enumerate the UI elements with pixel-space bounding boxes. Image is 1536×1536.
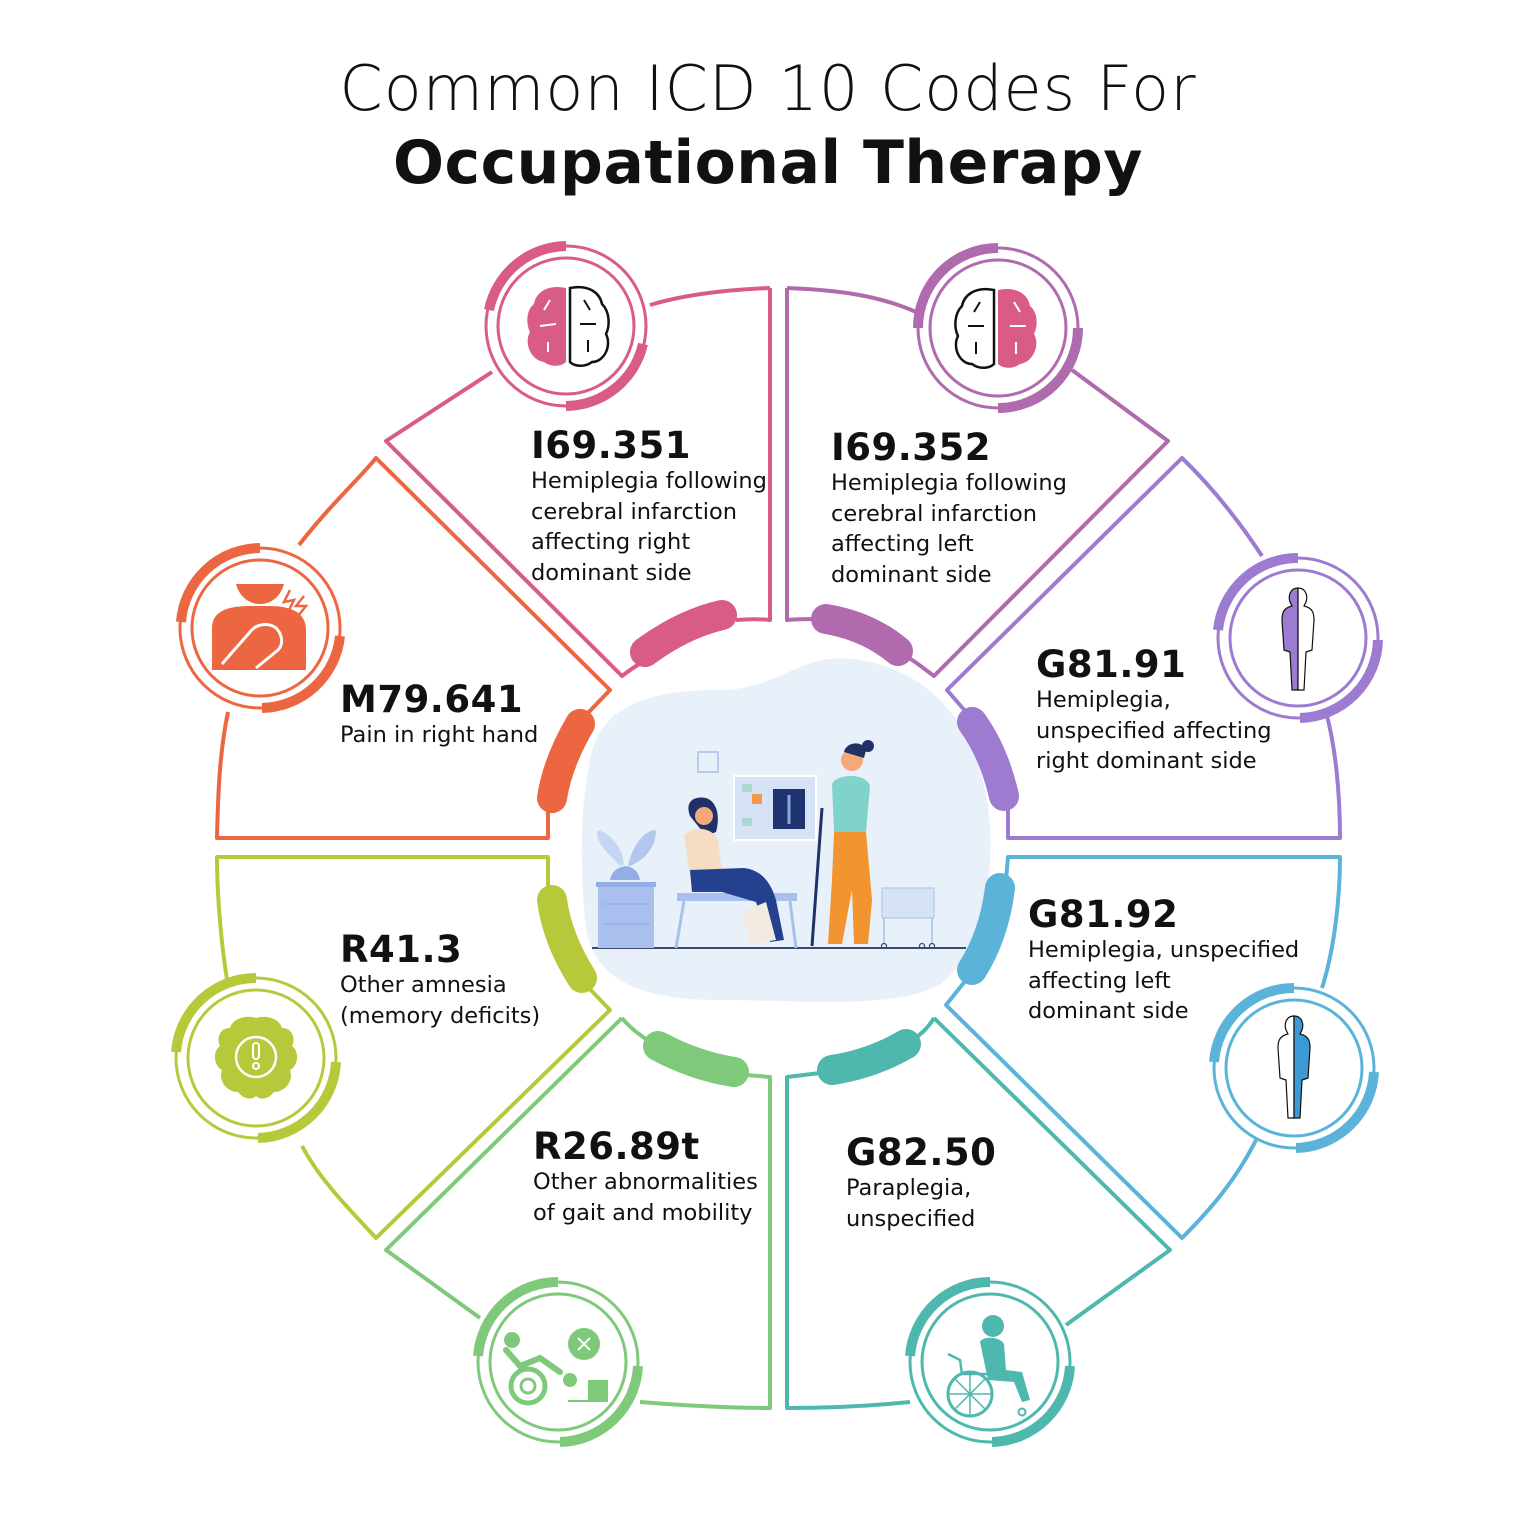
code-description: Other amnesia (memory deficits) [340,972,541,1029]
icon-ring-teal [905,1276,1075,1447]
brain-left-highlight-icon [527,285,610,367]
code-label: I69.351 [531,424,692,467]
segment-m79-641 [215,456,612,840]
wheelchair-icon [946,1315,1030,1418]
code-label: R26.89t [533,1125,700,1168]
entry-r26-89t: R26.89t Other abnormalities of gait and … [533,1127,758,1228]
entry-g81-92: G81.92 Hemiplegia, unspecified affecting… [1028,895,1299,1027]
wheelchair-stairs-icon [503,1328,608,1406]
segment-r41-3 [215,855,612,1240]
entry-i69-352: I69.352 Hemiplegia following cerebral in… [831,428,1067,590]
icon-ring-sky [1209,982,1379,1153]
connector-pill-green [643,1031,749,1087]
code-description: Hemiplegia following cerebral infarction… [531,468,767,586]
code-description: Pain in right hand [340,722,539,748]
connector-pill-magenta [811,604,913,666]
body-right-side-icon [1281,587,1315,691]
connector-pill-lime [537,885,597,993]
center-illustration [581,658,991,1002]
hand-pain-icon [212,584,309,670]
connector-pill-violet [957,707,1019,811]
brain-alert-icon [214,1016,298,1099]
connector-pill-pink [630,600,737,667]
entry-i69-351: I69.351 Hemiplegia following cerebral in… [531,426,767,588]
icon-ring-green [473,1276,643,1447]
code-description: Hemiplegia following cerebral infarction… [831,470,1067,588]
code-label: M79.641 [340,678,524,721]
title-line-1: Common ICD 10 Codes For [339,52,1197,125]
icon-ring-orange [176,543,345,713]
code-label: R41.3 [340,928,463,971]
connector-pill-orange [537,709,595,813]
connector-pill-sky [957,873,1015,985]
entry-m79-641: M79.641 Pain in right hand [340,680,538,751]
icon-ring-violet [1213,552,1383,723]
segment-g81-92 [944,855,1342,1240]
code-label: G81.91 [1036,643,1187,686]
code-description: Hemiplegia, unspecified affecting right … [1036,687,1272,774]
title-line-2: Occupational Therapy [393,128,1143,198]
code-label: G81.92 [1028,893,1179,936]
icon-ring-pink [484,241,648,411]
code-description: Hemiplegia, unspecified affecting left d… [1028,937,1300,1024]
brain-right-highlight-icon [954,287,1037,369]
code-label: I69.352 [831,426,992,469]
code-description: Other abnormalities of gait and mobility [533,1169,758,1226]
connector-pill-teal [817,1029,921,1085]
body-left-side-icon [1277,1015,1311,1119]
icon-ring-magenta [913,243,1083,413]
entry-g81-91: G81.91 Hemiplegia, unspecified affecting… [1036,645,1272,777]
code-description: Paraplegia, unspecified [846,1175,976,1232]
segment-g81-91 [945,456,1342,840]
icon-ring-lime [171,972,341,1143]
entry-g82-50: G82.50 Paraplegia, unspecified [846,1133,996,1234]
entry-r41-3: R41.3 Other amnesia (memory deficits) [340,930,540,1031]
code-label: G82.50 [846,1131,997,1174]
